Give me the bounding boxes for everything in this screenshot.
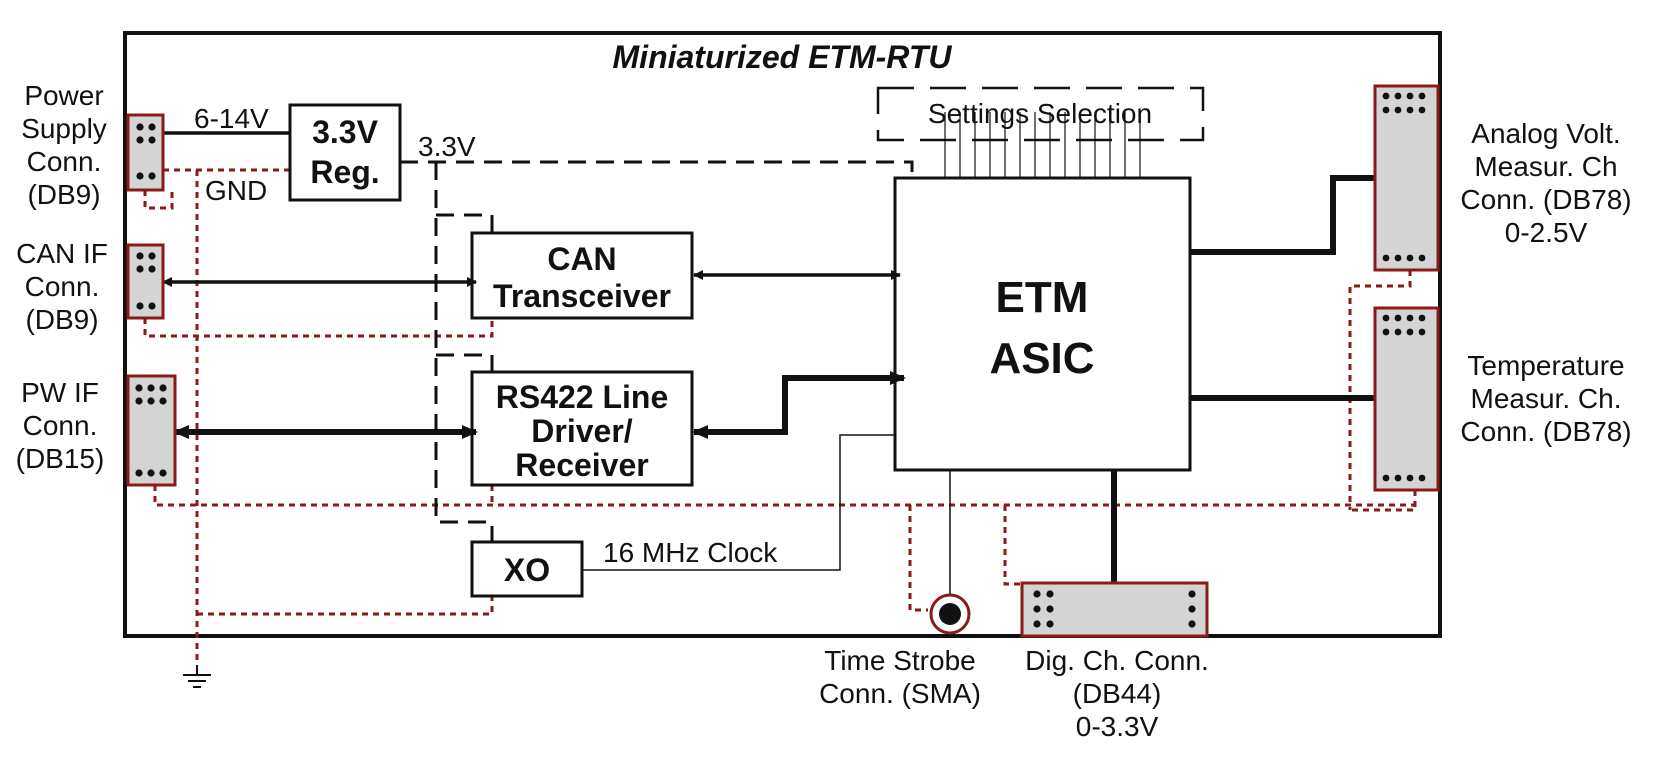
- ground-network: [143, 168, 1417, 665]
- gnd-label: GND: [205, 175, 267, 206]
- svg-text:Power: Power: [24, 80, 103, 111]
- svg-text:Conn. (SMA): Conn. (SMA): [819, 678, 981, 709]
- input-voltage-label: 6-14V: [194, 103, 269, 134]
- rs422-label-1: RS422 Line: [496, 379, 669, 415]
- power-rail: [400, 160, 914, 542]
- rs422-label-3: Receiver: [515, 447, 648, 483]
- svg-text:Conn.: Conn.: [25, 271, 100, 302]
- xo-label: XO: [504, 552, 550, 588]
- can-if-connector: [126, 243, 165, 320]
- svg-text:PW IF: PW IF: [21, 377, 99, 408]
- svg-text:(DB15): (DB15): [16, 443, 105, 474]
- can-transceiver-block: [470, 231, 694, 320]
- pw-if-label: PW IF Conn. (DB15): [16, 377, 105, 474]
- svg-text:Conn. (DB78): Conn. (DB78): [1460, 184, 1631, 215]
- temperature-connector: [1373, 306, 1440, 492]
- svg-text:Conn. (DB78): Conn. (DB78): [1460, 416, 1631, 447]
- svg-text:0-2.5V: 0-2.5V: [1505, 217, 1588, 248]
- strobe-label: Time Strobe Conn. (SMA): [819, 645, 981, 709]
- regulator-block: [288, 103, 402, 202]
- svg-text:Dig. Ch. Conn.: Dig. Ch. Conn.: [1025, 645, 1209, 676]
- svg-text:Analog Volt.: Analog Volt.: [1471, 118, 1620, 149]
- svg-text:0-3.3V: 0-3.3V: [1076, 711, 1159, 742]
- analog-connector: [1373, 84, 1440, 272]
- svg-text:Conn.: Conn.: [23, 410, 98, 441]
- svg-text:Measur. Ch: Measur. Ch: [1474, 151, 1617, 182]
- xo-block: [470, 540, 584, 598]
- can-label-1: CAN: [547, 241, 616, 277]
- svg-text:Temperature: Temperature: [1467, 350, 1624, 381]
- svg-text:CAN IF: CAN IF: [16, 238, 108, 269]
- regulator-label-2: Reg.: [310, 154, 379, 190]
- rail-label: 3.3V: [418, 131, 476, 162]
- rs422-label-2: Driver/: [531, 413, 633, 449]
- sma-connector: [929, 593, 971, 635]
- temperature-label: Temperature Measur. Ch. Conn. (DB78): [1460, 350, 1631, 447]
- svg-text:Time Strobe: Time Strobe: [824, 645, 975, 676]
- regulator-label-1: 3.3V: [312, 114, 378, 150]
- settings-lines: [944, 112, 1141, 178]
- svg-text:Supply: Supply: [21, 113, 107, 144]
- can-if-label: CAN IF Conn. (DB9): [16, 238, 108, 335]
- digital-label: Dig. Ch. Conn. (DB44) 0-3.3V: [1025, 645, 1209, 742]
- power-supply-connector: [126, 113, 165, 192]
- etm-asic-block: [893, 176, 1192, 472]
- digital-connector: [1020, 581, 1209, 638]
- settings-selection-label: Settings Selection: [928, 98, 1152, 129]
- settings-selection-box: [876, 86, 1205, 142]
- svg-text:(DB9): (DB9): [25, 304, 98, 335]
- svg-text:(DB44): (DB44): [1073, 678, 1162, 709]
- rs422-asic-line: [692, 371, 906, 439]
- asic-label-2: ASIC: [989, 334, 1094, 383]
- ground-symbol: [183, 665, 211, 688]
- analog-line: [1190, 175, 1375, 255]
- board-title: Miniaturized ETM-RTU: [613, 39, 953, 75]
- svg-text:(DB9): (DB9): [27, 179, 100, 210]
- power-supply-label: Power Supply Conn. (DB9): [21, 80, 107, 210]
- board-outline: [123, 31, 1442, 638]
- analog-label: Analog Volt. Measur. Ch Conn. (DB78) 0-2…: [1460, 118, 1631, 248]
- svg-text:Conn.: Conn.: [27, 146, 102, 177]
- clock-label: 16 MHz Clock: [603, 537, 778, 568]
- asic-label-1: ETM: [996, 273, 1089, 322]
- svg-text:Measur. Ch.: Measur. Ch.: [1471, 383, 1622, 414]
- pw-if-connector: [126, 374, 177, 487]
- can-label-2: Transceiver: [493, 278, 671, 314]
- rs422-block: [470, 370, 694, 487]
